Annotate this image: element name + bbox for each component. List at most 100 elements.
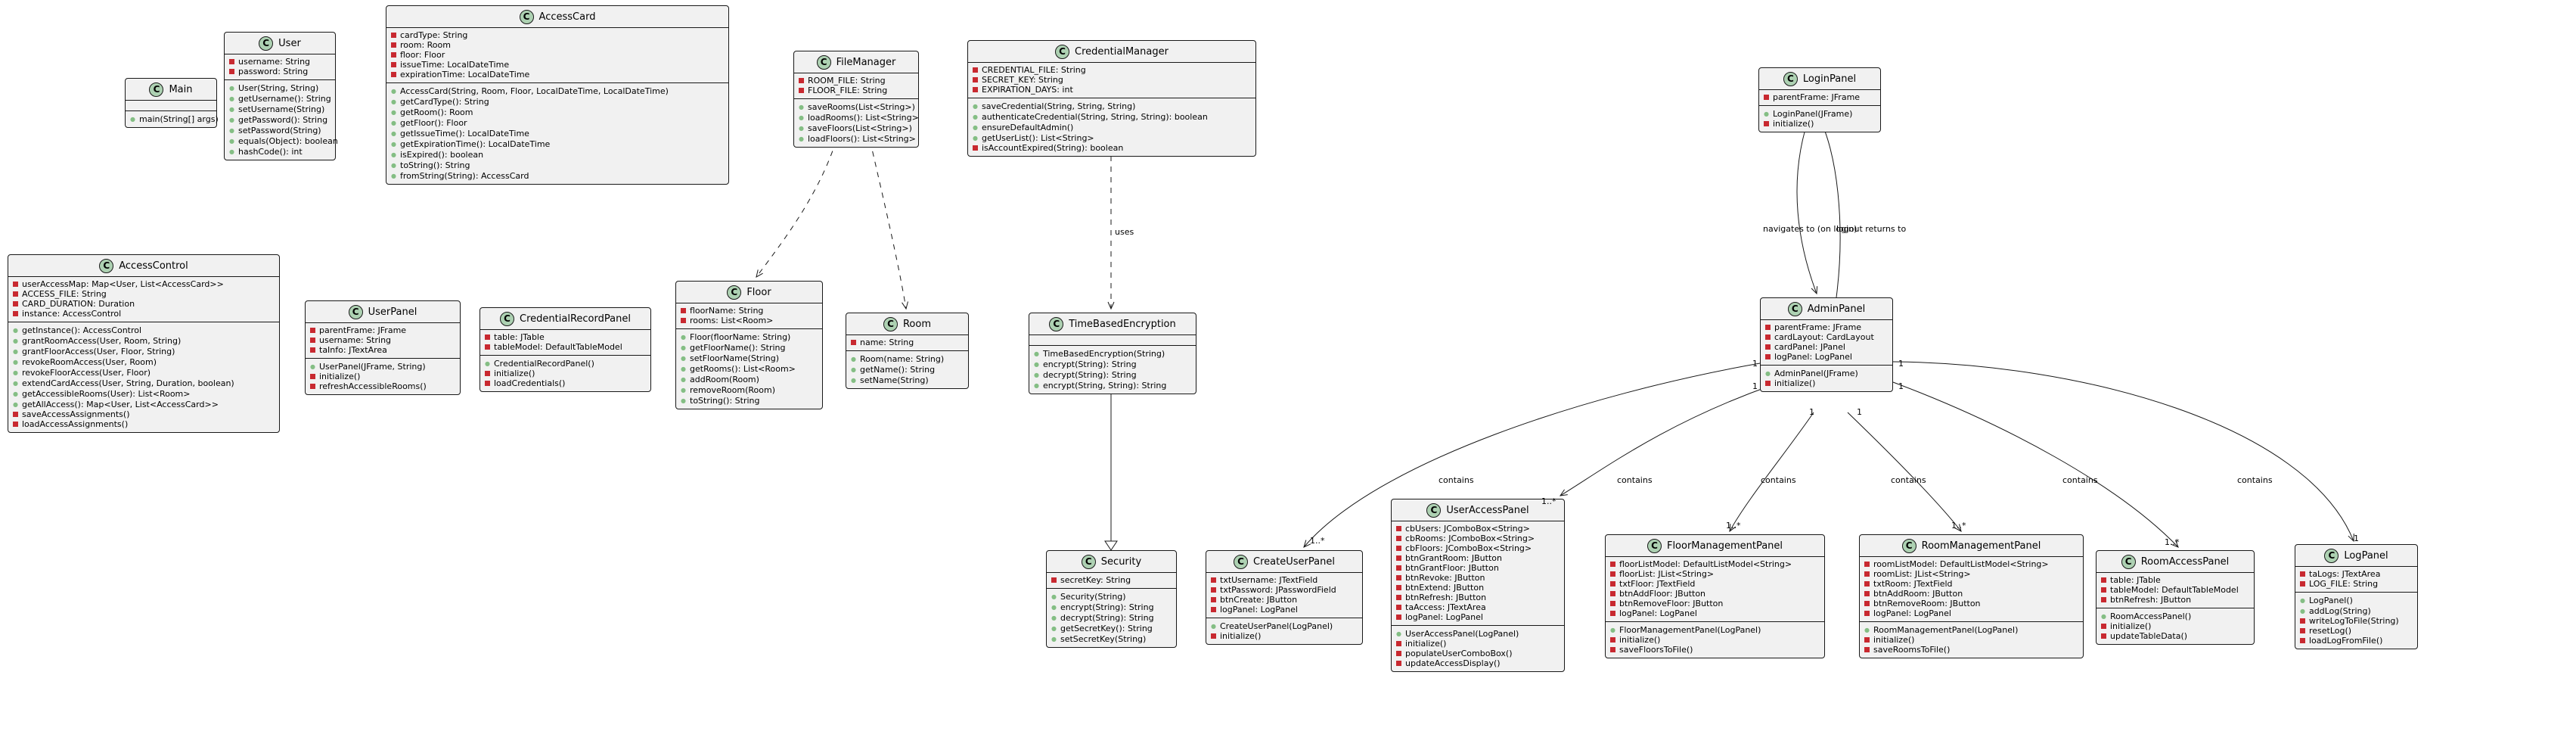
class-method: extendCardAccess(User, String, Duration,… bbox=[8, 378, 279, 388]
private-marker-icon bbox=[1765, 342, 1771, 352]
member-text: floorList: JList<String> bbox=[1619, 569, 1715, 579]
class-attribute: cbFloors: JComboBox<String> bbox=[1392, 543, 1564, 553]
private-marker-icon bbox=[799, 86, 804, 95]
member-text: username: String bbox=[319, 335, 392, 345]
member-text: decrypt(String): String bbox=[1043, 369, 1137, 380]
private-marker-icon bbox=[1864, 569, 1870, 579]
class-main[interactable]: CMainmain(String[] args) bbox=[125, 78, 219, 128]
open-arrowhead-icon bbox=[1954, 524, 1962, 532]
relation-admin-uap bbox=[1560, 385, 1771, 496]
class-attribute: logPanel: LogPanel bbox=[1761, 352, 1892, 362]
class-method: equals(Object): boolean bbox=[225, 135, 338, 146]
class-method: AccessCard(String, Room, Floor, LocalDat… bbox=[386, 86, 728, 96]
class-icon: C bbox=[1426, 503, 1442, 518]
private-marker-icon bbox=[1211, 595, 1216, 605]
class-timebasedencryption[interactable]: CTimeBasedEncryptionTimeBasedEncryption(… bbox=[1029, 313, 1196, 394]
public-marker-icon bbox=[681, 374, 686, 384]
member-text: btnAddFloor: JButton bbox=[1619, 589, 1706, 599]
contains-label-createuser: contains bbox=[1439, 475, 1474, 485]
open-arrowhead-icon bbox=[1107, 301, 1115, 310]
public-marker-icon bbox=[485, 358, 490, 369]
member-text: CredentialRecordPanel() bbox=[494, 358, 594, 369]
class-attribute: floorListModel: DefaultListModel<String> bbox=[1606, 559, 1824, 569]
member-text: FLOOR_FILE: String bbox=[808, 86, 888, 95]
member-text: ensureDefaultAdmin() bbox=[982, 122, 1074, 132]
attribute-section: name: String bbox=[846, 334, 968, 350]
class-icon: C bbox=[1646, 538, 1662, 553]
member-text: btnRefresh: JButton bbox=[2110, 595, 2192, 605]
method-section: RoomAccessPanel()initialize()updateTable… bbox=[2096, 608, 2254, 644]
public-marker-icon bbox=[13, 335, 18, 346]
member-text: getName(): String bbox=[860, 364, 936, 375]
private-marker-icon bbox=[2101, 621, 2106, 631]
method-section: Security(String)encrypt(String): Stringd… bbox=[1047, 588, 1176, 647]
method-section: LogPanel()addLog(String)writeLogToFile(S… bbox=[2295, 592, 2417, 649]
class-method: writeLogToFile(String) bbox=[2295, 616, 2417, 626]
member-text: setUsername(String) bbox=[238, 104, 325, 114]
class-attribute: instance: AccessControl bbox=[8, 309, 279, 319]
member-text: CARD_DURATION: Duration bbox=[22, 299, 135, 309]
member-text: getUsername(): String bbox=[238, 93, 331, 104]
member-text: CreateUserPanel(LogPanel) bbox=[1220, 621, 1333, 631]
private-marker-icon bbox=[1610, 559, 1615, 569]
mult-dst-roomaccess: 1..* bbox=[2165, 537, 2180, 547]
class-attribute: secretKey: String bbox=[1047, 575, 1176, 585]
public-marker-icon bbox=[1051, 633, 1057, 644]
attribute-section: parentFrame: JFrame bbox=[1759, 89, 1880, 105]
class-method: Room(name: String) bbox=[846, 353, 968, 364]
class-icon: C bbox=[149, 82, 164, 97]
contains-label-roomaccess: contains bbox=[2062, 475, 2098, 485]
member-text: cardLayout: CardLayout bbox=[1774, 332, 1874, 342]
class-method: RoomAccessPanel() bbox=[2096, 611, 2254, 621]
private-marker-icon bbox=[1396, 593, 1401, 602]
class-method: revokeRoomAccess(User, Room) bbox=[8, 356, 279, 367]
private-marker-icon bbox=[391, 60, 396, 70]
relation-login-admin bbox=[1796, 110, 1817, 294]
member-text: EXPIRATION_DAYS: int bbox=[982, 85, 1073, 95]
member-text: authenticateCredential(String, String, S… bbox=[982, 111, 1208, 122]
member-text: writeLogToFile(String) bbox=[2309, 616, 2399, 626]
private-marker-icon bbox=[391, 70, 396, 79]
member-text: floorListModel: DefaultListModel<String> bbox=[1619, 559, 1792, 569]
member-text: cardPanel: JPanel bbox=[1774, 342, 1845, 352]
private-marker-icon bbox=[973, 65, 978, 75]
class-attribute: cardLayout: CardLayout bbox=[1761, 332, 1892, 342]
class-method: CreateUserPanel(LogPanel) bbox=[1206, 621, 1362, 631]
method-section: UserAccessPanel(LogPanel)initialize()pop… bbox=[1392, 625, 1564, 671]
class-name: AccessControl bbox=[119, 260, 188, 272]
attribute-section bbox=[1029, 334, 1196, 345]
class-method: loadFloors(): List<String> bbox=[794, 133, 918, 144]
private-marker-icon bbox=[13, 279, 18, 289]
private-marker-icon bbox=[973, 85, 978, 95]
member-text: btnRemoveRoom: JButton bbox=[1873, 599, 1981, 608]
class-method: Floor(floorName: String) bbox=[676, 331, 822, 342]
member-text: btnGrantRoom: JButton bbox=[1405, 553, 1502, 563]
class-attribute: username: String bbox=[225, 57, 335, 67]
class-name: AccessCard bbox=[538, 11, 596, 23]
class-name: Main bbox=[169, 83, 193, 95]
member-text: rooms: List<Room> bbox=[690, 316, 774, 325]
mult-src-roommgmt: 1 bbox=[1857, 407, 1862, 417]
